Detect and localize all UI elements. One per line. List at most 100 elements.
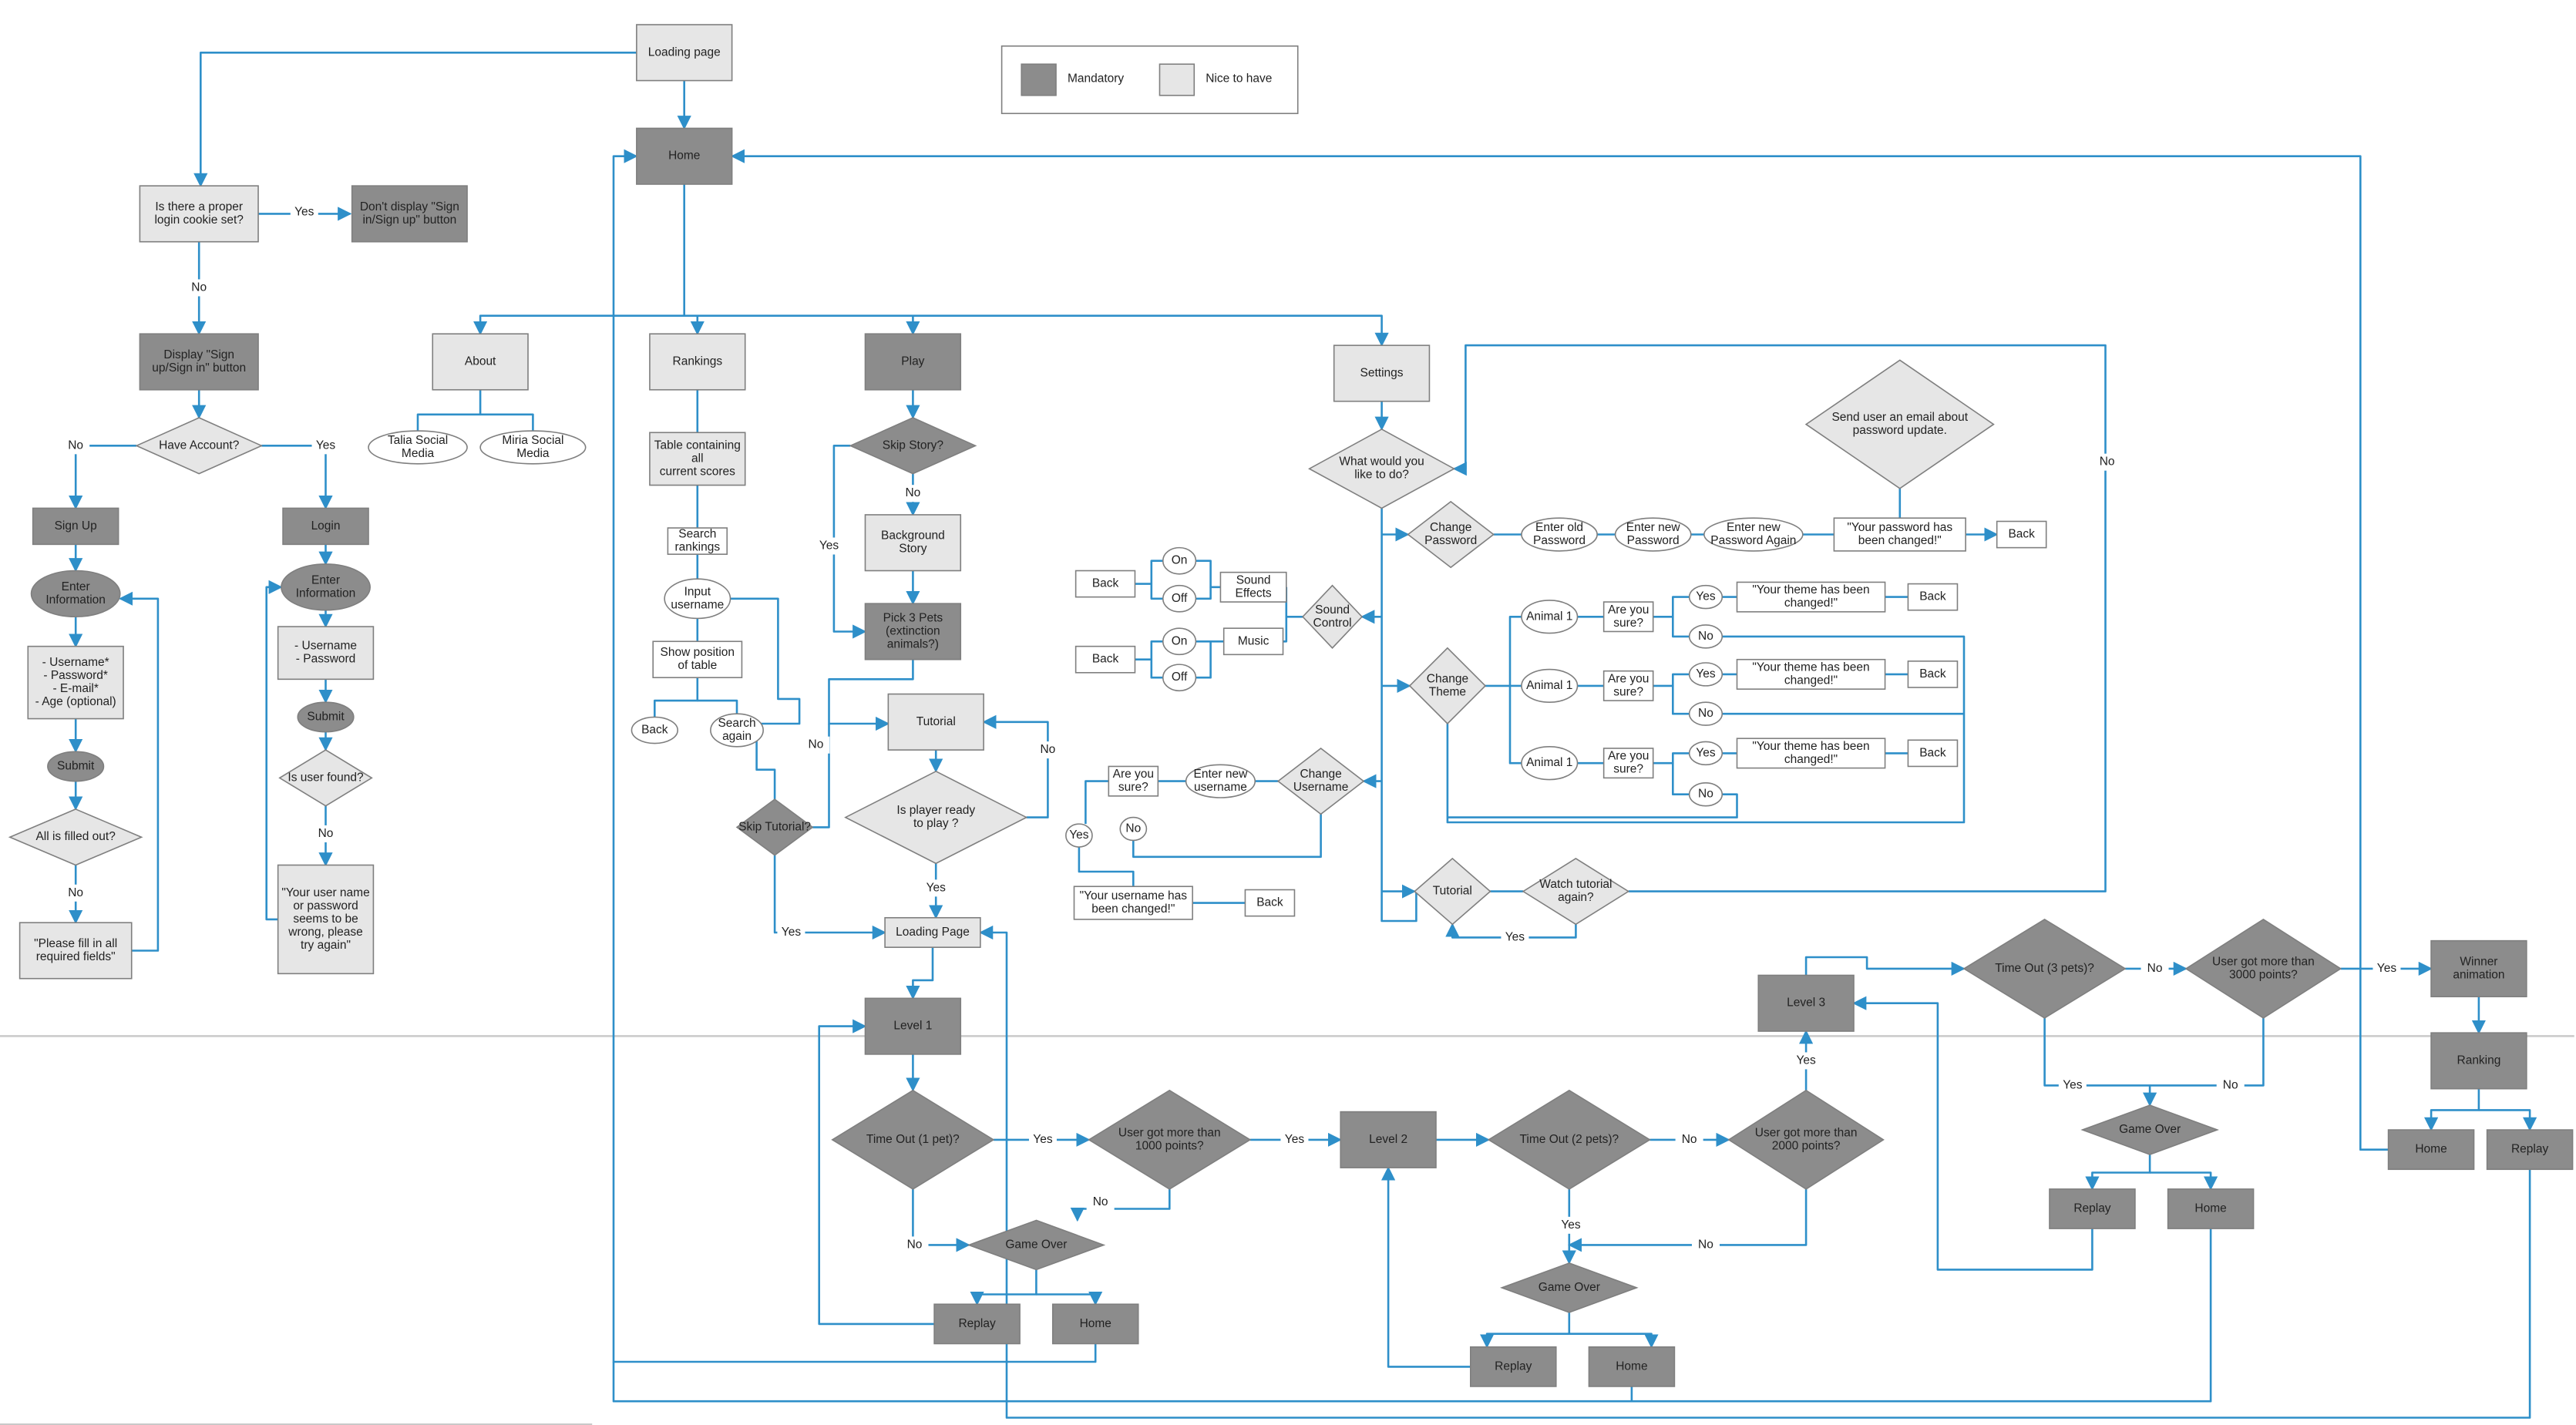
no-username-node: No <box>1119 816 1148 842</box>
game-over-1-node: Game Over <box>967 1219 1106 1271</box>
no-points-2000-text: No <box>1698 1238 1713 1252</box>
time-out-2-label: Time Out (2 pets)? <box>1520 1133 1619 1146</box>
animal-1b-node: Animal 1 <box>1521 668 1579 704</box>
replay-2-node: Replay <box>1469 1346 1557 1387</box>
game-over-1-label: Game Over <box>1005 1238 1067 1252</box>
yes-time-out-2-text: Yes <box>1561 1218 1581 1232</box>
no-skip-story-text: No <box>905 486 920 499</box>
back-effects-label: Back <box>1092 577 1119 590</box>
back-theme-c-node: Back <box>1907 739 1959 768</box>
on-music-node: On <box>1162 627 1197 656</box>
skip-tutorial-node: Skip Tutorial? <box>735 798 814 856</box>
submit-login-node: Submit <box>297 701 355 733</box>
home-3-node: Home <box>2167 1188 2255 1229</box>
legend-swatch-nice-to-have <box>1159 63 1196 96</box>
back-effects-node: Back <box>1074 570 1136 598</box>
yes-theme-a-label: Yes <box>1696 590 1716 603</box>
connector <box>1446 635 1966 824</box>
connector <box>1285 586 1303 618</box>
yes-have-account-text: Yes <box>316 439 336 452</box>
yes-skip-story-text: Yes <box>819 539 839 553</box>
yes-have-account-edge-label: Yes <box>311 437 340 455</box>
connector <box>1569 1333 1659 1349</box>
yes-time-out-1-edge-label: Yes <box>1028 1131 1057 1148</box>
connector <box>812 724 830 828</box>
connector <box>265 580 283 921</box>
animal-1b-label: Animal 1 <box>1526 679 1572 692</box>
connector <box>828 659 914 731</box>
connector <box>653 677 699 718</box>
loading-page-play-label: Loading Page <box>896 926 970 939</box>
replay-1-node: Replay <box>933 1303 1021 1345</box>
connector <box>818 1019 935 1326</box>
sign-up-node: Sign Up <box>32 507 119 546</box>
no-time-out-1-edge-label: No <box>900 1236 929 1254</box>
tutorial-settings-node: Tutorial <box>1414 857 1491 926</box>
legend-label-nice-to-have: Nice to have <box>1206 72 1272 86</box>
all-filled-label: All is filled out? <box>35 830 116 843</box>
connector <box>906 947 934 1000</box>
connector <box>1196 641 1212 679</box>
rankings-node: Rankings <box>649 333 746 391</box>
time-out-3-node: Time Out (3 pets)? <box>1962 918 2127 1019</box>
time-out-2-node: Time Out (2 pets)? <box>1487 1089 1651 1190</box>
ranking-final-label: Ranking <box>2457 1054 2501 1067</box>
back-username-label: Back <box>1256 896 1283 909</box>
connector <box>982 714 1049 818</box>
login-fields-label: - Username- Password <box>294 640 357 666</box>
rankings-label: Rankings <box>673 355 723 368</box>
no-points-2000-edge-label: No <box>1691 1236 1720 1254</box>
yes-points-3000-edge-label: Yes <box>2373 960 2401 977</box>
user-found-node: Is user found? <box>278 749 373 807</box>
connector <box>1196 586 1212 600</box>
no-skip-story-edge-label: No <box>899 485 927 502</box>
yes-points-2000-edge-label: Yes <box>1792 1052 1821 1070</box>
submit-login-label: Submit <box>307 711 345 724</box>
connector <box>1653 752 1690 765</box>
yes-watch-tutorial-text: Yes <box>1505 930 1525 943</box>
off-effects-node: Off <box>1162 584 1197 613</box>
animal-1c-label: Animal 1 <box>1526 756 1572 769</box>
connector <box>1852 996 2093 1271</box>
on-effects-label: On <box>1172 554 1188 567</box>
no-theme-b-node: No <box>1688 701 1723 726</box>
connectors <box>69 52 2537 1419</box>
connector <box>1078 847 1135 887</box>
no-theme-b-label: No <box>1698 707 1713 720</box>
no-have-account-text: No <box>68 439 83 452</box>
connector <box>1085 780 1109 825</box>
back-theme-a-label: Back <box>1919 590 1946 603</box>
connector <box>1283 617 1288 643</box>
connector <box>1479 1312 1571 1349</box>
connector <box>612 1362 1633 1403</box>
settings-label: Settings <box>1360 367 1404 380</box>
home-label: Home <box>668 150 700 163</box>
yes-username-node: Yes <box>1065 823 1093 848</box>
